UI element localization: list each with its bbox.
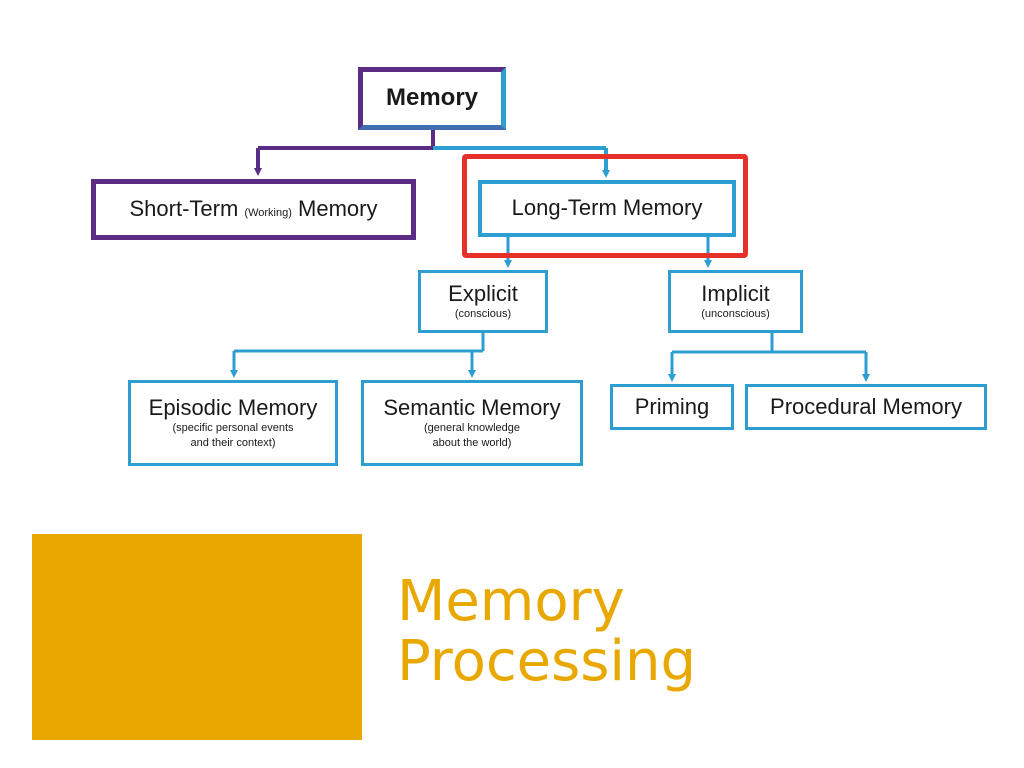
slide-title: Memory Processing (397, 569, 997, 695)
slide-title-line-1: Memory (397, 569, 625, 634)
explicit-memory-label: Explicit (448, 280, 518, 306)
semantic-memory-sub-1: (general knowledge (423, 421, 520, 434)
implicit-memory-sub: (unconscious) (701, 308, 770, 320)
semantic-memory-label: Semantic Memory (383, 394, 561, 420)
priming-node: Priming (610, 384, 734, 430)
semantic-memory-sub-2: about the world) (432, 437, 512, 450)
long-term-memory-label: Long-Term Memory (511, 195, 703, 221)
short-term-label-small: (Working) (244, 207, 292, 220)
memory-node-label: Memory (385, 84, 479, 112)
episodic-memory-node: Episodic Memory (specific personal event… (128, 380, 338, 466)
explicit-memory-node: Explicit (conscious) (418, 270, 548, 333)
episodic-memory-sub-1: (specific personal events (172, 421, 294, 434)
short-term-label-start: Short-Term (129, 196, 239, 222)
accent-block (32, 534, 362, 740)
short-term-memory-label: Short-Term (Working) Memory (130, 197, 378, 221)
explicit-connector (230, 333, 485, 378)
implicit-connector (668, 333, 870, 382)
implicit-memory-node: Implicit (unconscious) (668, 270, 803, 333)
semantic-memory-node: Semantic Memory (general knowledge about… (361, 380, 583, 466)
memory-node: Memory (358, 67, 506, 130)
implicit-memory-label: Implicit (701, 280, 770, 306)
short-term-label-end: Memory (298, 196, 378, 222)
episodic-memory-label: Episodic Memory (148, 394, 318, 420)
procedural-memory-label: Procedural Memory (770, 393, 962, 419)
long-term-memory-node: Long-Term Memory (478, 180, 736, 237)
priming-label: Priming (634, 393, 710, 419)
long-term-highlight-frame (462, 154, 748, 258)
procedural-memory-node: Procedural Memory (745, 384, 987, 430)
explicit-memory-sub: (conscious) (454, 308, 512, 320)
episodic-memory-sub-2: and their context) (190, 437, 276, 450)
slide-title-line-2: Processing (397, 629, 697, 695)
short-term-memory-node: Short-Term (Working) Memory (91, 179, 416, 240)
